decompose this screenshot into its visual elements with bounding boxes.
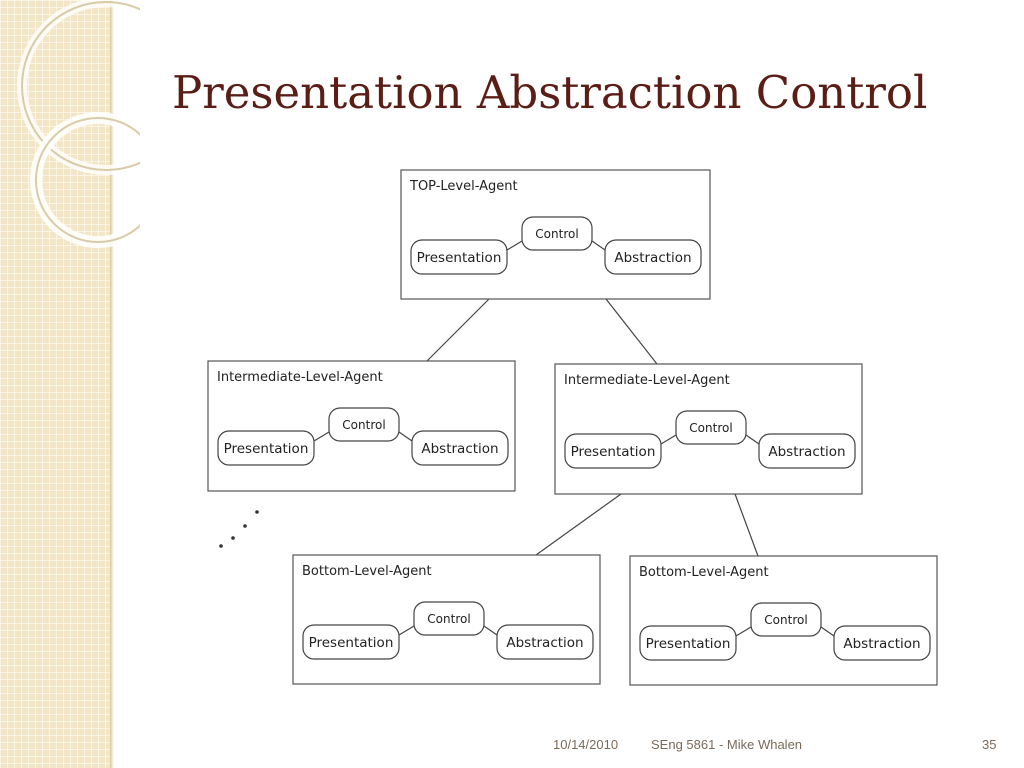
control-node xyxy=(675,410,747,445)
control-node xyxy=(750,602,822,637)
abstraction-node xyxy=(833,625,931,661)
agent-boxes: TOP-Level-AgentPresentationControlAbstra… xyxy=(207,169,938,686)
presentation-label: Presentation xyxy=(224,441,309,457)
agent-title: TOP-Level-Agent xyxy=(409,179,518,194)
abstraction-label: Abstraction xyxy=(768,444,845,460)
ellipsis-dot xyxy=(243,524,247,528)
ellipsis-dot xyxy=(219,544,223,548)
agent-title: Bottom-Level-Agent xyxy=(302,564,432,579)
presentation-label: Presentation xyxy=(309,635,394,651)
sidebar-edge xyxy=(110,0,114,768)
presentation-node xyxy=(410,239,508,275)
agent-title: Intermediate-Level-Agent xyxy=(217,370,383,385)
abstraction-node xyxy=(411,430,509,466)
presentation-label: Presentation xyxy=(646,636,731,652)
presentation-label: Presentation xyxy=(571,444,656,460)
abstraction-label: Abstraction xyxy=(506,635,583,651)
abstraction-label: Abstraction xyxy=(843,636,920,652)
abstraction-node xyxy=(604,239,702,275)
control-label: Control xyxy=(764,613,807,627)
abstraction-label: Abstraction xyxy=(614,250,691,266)
decorative-rings xyxy=(17,0,140,248)
connector-control-abstraction xyxy=(820,626,835,637)
presentation-node xyxy=(564,433,662,469)
ellipsis-dot xyxy=(255,510,259,514)
presentation-node xyxy=(217,430,315,466)
slide-title: Presentation Abstraction Control xyxy=(172,66,928,119)
control-node xyxy=(413,601,485,636)
abstraction-node xyxy=(758,433,856,469)
slide-footer: 10/14/2010 SEng 5861 - Mike Whalen 35 xyxy=(0,737,1024,755)
abstraction-label: Abstraction xyxy=(421,441,498,457)
agent-title: Intermediate-Level-Agent xyxy=(564,373,730,388)
connector-presentation-control xyxy=(660,434,677,445)
footer-author: SEng 5861 - Mike Whalen xyxy=(651,737,803,752)
connector-control-abstraction xyxy=(398,431,413,442)
connector-control-abstraction xyxy=(745,434,760,445)
link-top-to-mid2 xyxy=(605,298,658,365)
abstraction-node xyxy=(496,624,594,660)
control-node xyxy=(328,407,400,442)
presentation-label: Presentation xyxy=(417,250,502,266)
agent-links xyxy=(426,298,759,557)
control-label: Control xyxy=(342,418,385,432)
control-label: Control xyxy=(427,612,470,626)
connector-presentation-control xyxy=(735,626,752,637)
link-mid2-to-bot2 xyxy=(734,493,759,557)
control-node xyxy=(521,216,593,251)
control-label: Control xyxy=(535,227,578,241)
footer-page-number: 35 xyxy=(982,737,997,752)
ellipsis-dots xyxy=(219,510,259,548)
agent-title: Bottom-Level-Agent xyxy=(639,565,769,580)
link-mid2-to-bot1 xyxy=(535,493,622,556)
control-label: Control xyxy=(689,421,732,435)
presentation-node xyxy=(639,625,737,661)
connector-presentation-control xyxy=(506,240,523,251)
connector-control-abstraction xyxy=(591,240,606,251)
footer-date: 10/14/2010 xyxy=(553,737,619,752)
connector-presentation-control xyxy=(313,431,330,442)
ellipsis-dot xyxy=(231,536,235,540)
presentation-node xyxy=(302,624,400,660)
connector-control-abstraction xyxy=(483,625,498,636)
connector-presentation-control xyxy=(398,625,415,636)
link-top-to-mid1 xyxy=(426,298,490,362)
